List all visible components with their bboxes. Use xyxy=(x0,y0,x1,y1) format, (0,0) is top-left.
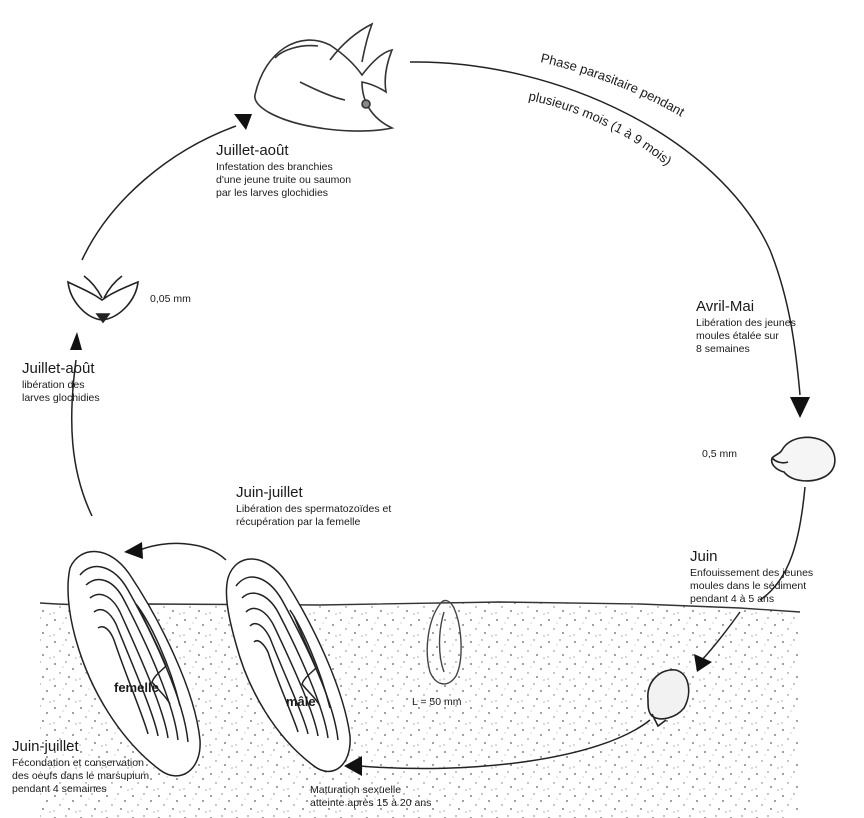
adult-length-label: L = 50 mm xyxy=(412,696,462,709)
cycle-arrow-release xyxy=(790,397,810,418)
burrowing-title: Juin xyxy=(690,548,813,567)
cycle-arrow-larvae xyxy=(70,332,82,350)
burrowing-description: Enfouissement des jeunes moules dans le … xyxy=(690,567,813,606)
larva-size: 0,05 mm xyxy=(150,293,191,306)
glochidium-larva-drawing xyxy=(68,276,138,322)
cycle-arc-larva-to-fish xyxy=(82,126,236,260)
young-mussel-size: 0,5 mm xyxy=(702,448,737,461)
fish-drawing xyxy=(255,24,392,131)
release-young-title: Avril-Mai xyxy=(696,298,796,317)
sperm-release-description: Libération des spermatozoïdes et récupér… xyxy=(236,503,391,529)
fertilization-label: Juin-juillet Fécondation et conservation… xyxy=(12,738,149,796)
larvae-release-title: Juillet-août xyxy=(22,360,100,379)
young-mussel-drawing xyxy=(772,437,835,481)
maturation-description: Maturation sexuelle atteinte après 15 à … xyxy=(310,784,431,810)
cycle-arc-sperm xyxy=(140,543,226,560)
sperm-release-label: Juin-juillet Libération des spermatozoïd… xyxy=(236,484,391,529)
fish-stage-description: Infestation des branchies d'une jeune tr… xyxy=(216,161,351,200)
release-young-label: Avril-Mai Libération des jeunes moules é… xyxy=(696,298,796,356)
cycle-arrow-fish xyxy=(234,114,252,130)
larvae-release-label: Juillet-août libération des larves gloch… xyxy=(22,360,100,405)
fish-stage-label: Juillet-août Infestation des branchies d… xyxy=(216,142,351,200)
sperm-release-title: Juin-juillet xyxy=(236,484,391,503)
fertilization-description: Fécondation et conservation des oeufs da… xyxy=(12,757,149,796)
fish-stage-title: Juillet-août xyxy=(216,142,351,161)
male-mussel-label: mâle xyxy=(286,694,316,709)
female-mussel-label: femelle xyxy=(114,680,159,695)
release-young-description: Libération des jeunes moules étalée sur … xyxy=(696,317,796,356)
cycle-arrow-sperm xyxy=(124,542,143,559)
burrowing-label: Juin Enfouissement des jeunes moules dan… xyxy=(690,548,813,606)
fertilization-title: Juin-juillet xyxy=(12,738,149,757)
larvae-release-description: libération des larves glochidies xyxy=(22,379,100,405)
